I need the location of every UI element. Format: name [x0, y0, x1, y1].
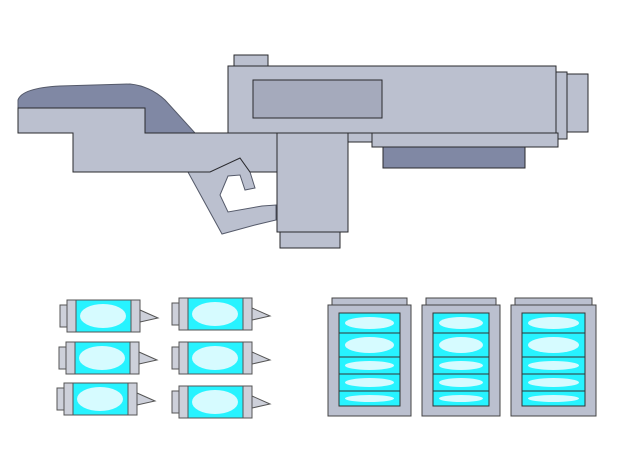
cell-tip: [251, 307, 272, 321]
stock: [17, 107, 279, 173]
cell-band: [178, 385, 189, 419]
cell-tip: [251, 351, 272, 365]
magazine-lip: [514, 297, 593, 306]
cell-glow: [528, 337, 579, 353]
cell-band: [242, 297, 253, 331]
cell-band: [178, 341, 189, 375]
cell-glow: [77, 387, 123, 411]
cell-band: [65, 341, 76, 375]
cell-end-cap: [56, 387, 65, 411]
energy-cell: [171, 297, 272, 331]
lower-rail: [371, 132, 559, 148]
cell-band: [66, 299, 77, 333]
energy-cell: [58, 341, 159, 375]
cell-glow: [345, 361, 394, 370]
stock-top: [17, 83, 197, 134]
cell-tip: [139, 309, 160, 323]
cell-band: [63, 382, 74, 416]
energy-magazines: [327, 297, 597, 417]
cell-end-cap: [171, 390, 180, 414]
grip-base: [279, 231, 341, 249]
receiver-window: [252, 79, 383, 119]
cell-tip: [138, 351, 159, 365]
rear-cap: [566, 73, 589, 133]
cell-glow: [528, 378, 579, 387]
cell-glow: [345, 337, 394, 353]
cell-band: [129, 341, 140, 375]
cell-tip: [136, 392, 157, 406]
cell-glow: [439, 317, 483, 329]
cell-glow: [528, 395, 579, 402]
cell-glow: [192, 390, 238, 414]
cell-band: [130, 299, 141, 333]
cell-glow: [192, 302, 238, 326]
cell-glow: [345, 317, 394, 329]
top-nub: [233, 54, 269, 67]
cell-glow: [439, 395, 483, 402]
energy-cell: [56, 382, 157, 416]
cell-tip: [251, 395, 272, 409]
cell-band: [178, 297, 189, 331]
magazine-lip: [331, 297, 408, 306]
energy-cell: [171, 341, 272, 375]
energy-cells: [56, 297, 272, 419]
cell-glow: [79, 346, 125, 370]
energy-magazine: [421, 297, 501, 417]
rifle: [17, 54, 589, 249]
cell-band: [242, 341, 253, 375]
cell-glow: [345, 378, 394, 387]
energy-cell: [59, 299, 160, 333]
cell-glow: [439, 361, 483, 370]
cell-end-cap: [58, 346, 67, 370]
rear-plate: [554, 71, 568, 140]
cell-band: [127, 382, 138, 416]
energy-magazine: [510, 297, 597, 417]
cell-glow: [439, 378, 483, 387]
cell-glow: [345, 395, 394, 402]
cell-glow: [528, 361, 579, 370]
energy-cell: [171, 385, 272, 419]
cell-glow: [528, 317, 579, 329]
energy-magazine: [327, 297, 412, 417]
grip: [276, 132, 349, 233]
under-barrel: [382, 146, 526, 169]
cell-end-cap: [59, 304, 68, 328]
cell-end-cap: [171, 346, 180, 370]
cell-end-cap: [171, 302, 180, 326]
cell-band: [242, 385, 253, 419]
cell-glow: [80, 304, 126, 328]
cell-glow: [192, 346, 238, 370]
magazine-lip: [425, 297, 497, 306]
rail-strip: [344, 132, 373, 143]
cell-glow: [439, 337, 483, 353]
